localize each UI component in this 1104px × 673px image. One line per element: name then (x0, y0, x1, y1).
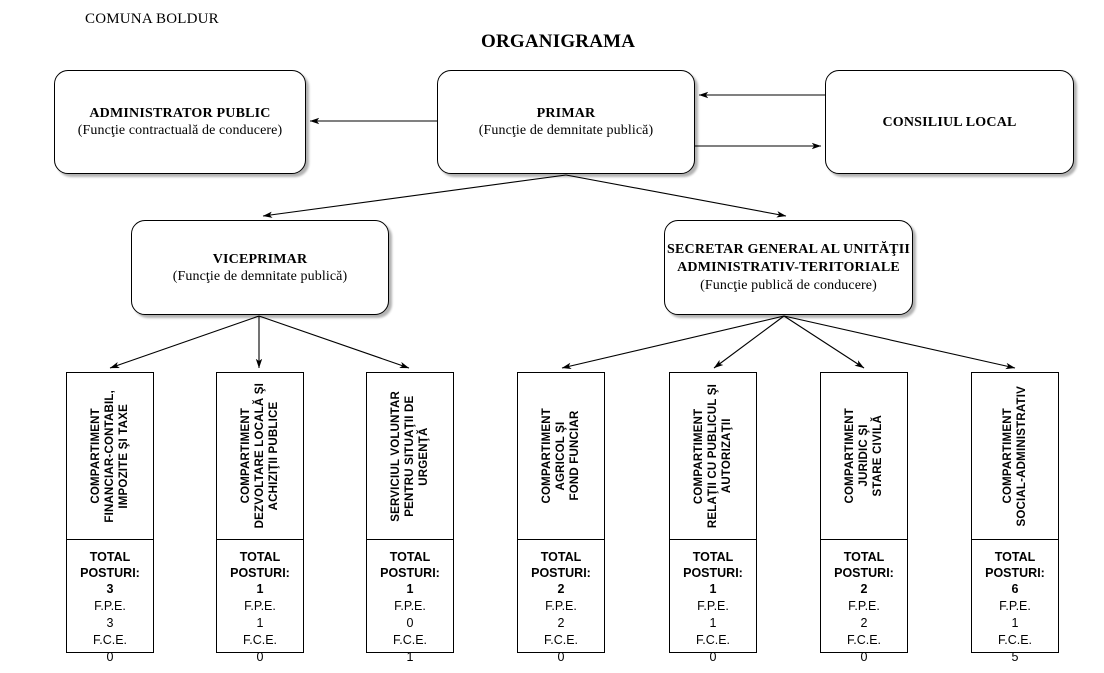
link-secretar-dept-4 (713, 315, 785, 369)
node-administrator-public-title: ADMINISTRATOR PUBLIC (89, 106, 271, 121)
department-name: COMPARTIMENT AGRICOL ŞI FOND FUNCIAR (518, 373, 604, 540)
department-name-text: COMPARTIMENT RELAŢII CU PUBLICUL ŞI AUTO… (693, 383, 733, 529)
fce-label: F.C.E. (392, 633, 428, 647)
department-name: COMPARTIMENT RELAŢII CU PUBLICUL ŞI AUTO… (670, 373, 756, 540)
fpe-label: F.P.E. (697, 599, 729, 613)
node-primar-subtitle: (Funcţie de demnitate publică) (478, 123, 654, 138)
node-secretar-general[interactable]: SECRETAR GENERAL AL UNITĂŢII ADMINISTRAT… (664, 220, 913, 315)
node-consiliul-local-title: CONSILIUL LOCAL (882, 114, 1017, 130)
fpe-value: 0 (406, 616, 414, 630)
fpe-label: F.P.E. (848, 599, 880, 613)
total-posturi-value: 1 (709, 582, 717, 596)
total-posturi-value: 1 (256, 582, 264, 596)
total-posturi-value: 3 (106, 582, 114, 596)
department-name: COMPARTIMENT FINANCIAR-CONTABIL, IMPOZIT… (67, 373, 153, 540)
department-name-text: SERVICIUL VOLUNTAR PENTRU SITUAŢII DE UR… (390, 390, 430, 522)
total-posturi-value: 6 (1011, 582, 1019, 596)
total-posturi-label: TOTAL POSTURI: (230, 550, 290, 580)
department-name-text: COMPARTIMENT FINANCIAR-CONTABIL, IMPOZIT… (90, 389, 130, 523)
fce-label: F.C.E. (242, 633, 278, 647)
fce-value: 0 (256, 650, 264, 664)
fce-value: 0 (557, 650, 565, 664)
total-posturi-label: TOTAL POSTURI: (380, 550, 440, 580)
department-totals: TOTAL POSTURI: 1 F.P.E. 0 F.C.E. 1 (367, 540, 453, 666)
total-posturi-value: 2 (557, 582, 565, 596)
department-box[interactable]: COMPARTIMENT FINANCIAR-CONTABIL, IMPOZIT… (66, 372, 154, 664)
node-viceprimar-title: VICEPRIMAR (212, 251, 308, 267)
node-administrator-public[interactable]: ADMINISTRATOR PUBLIC (Funcţie contractua… (54, 70, 306, 174)
link-secretar-dept-6 (783, 315, 1016, 370)
fce-value: 0 (709, 650, 717, 664)
page-title: ORGANIGRAMA (481, 31, 636, 52)
fce-label: F.C.E. (92, 633, 128, 647)
fpe-value: 1 (709, 616, 717, 630)
department-name-text: COMPARTIMENT SOCIAL-ADMINISTRATIV (1002, 385, 1028, 527)
department-totals: TOTAL POSTURI: 6 F.P.E. 1 F.C.E. 5 (972, 540, 1058, 666)
total-posturi-label: TOTAL POSTURI: (531, 550, 591, 580)
department-box[interactable]: COMPARTIMENT SOCIAL-ADMINISTRATIV TOTAL … (971, 372, 1059, 664)
node-primar[interactable]: PRIMAR (Funcţie de demnitate publică) (437, 70, 695, 174)
department-totals: TOTAL POSTURI: 2 F.P.E. 2 F.C.E. 0 (821, 540, 907, 666)
fpe-label: F.P.E. (999, 599, 1031, 613)
department-box[interactable]: SERVICIUL VOLUNTAR PENTRU SITUAŢII DE UR… (366, 372, 454, 664)
fce-label: F.C.E. (543, 633, 579, 647)
total-posturi-label: TOTAL POSTURI: (834, 550, 894, 580)
department-name-text: COMPARTIMENT JURIDIC ŞI STARE CIVILĂ (844, 408, 884, 504)
node-viceprimar[interactable]: VICEPRIMAR (Funcţie de demnitate publică… (131, 220, 389, 315)
department-box[interactable]: COMPARTIMENT JURIDIC ŞI STARE CIVILĂ TOT… (820, 372, 908, 664)
department-name-text: COMPARTIMENT DEZVOLTARE LOCALĂ ŞI ACHIZI… (240, 383, 280, 529)
fce-label: F.C.E. (695, 633, 731, 647)
node-secretar-general-title: SECRETAR GENERAL AL UNITĂŢII ADMINISTRAT… (666, 242, 911, 275)
total-posturi-label: TOTAL POSTURI: (80, 550, 140, 580)
department-totals: TOTAL POSTURI: 3 F.P.E. 3 F.C.E. 0 (67, 540, 153, 666)
total-posturi-value: 1 (406, 582, 414, 596)
department-box[interactable]: COMPARTIMENT DEZVOLTARE LOCALĂ ŞI ACHIZI… (216, 372, 304, 664)
node-secretar-general-subtitle: (Funcţie publică de conducere) (700, 278, 877, 293)
fpe-label: F.P.E. (394, 599, 426, 613)
department-name: COMPARTIMENT SOCIAL-ADMINISTRATIV (972, 373, 1058, 540)
total-posturi-value: 2 (860, 582, 868, 596)
fpe-label: F.P.E. (545, 599, 577, 613)
department-name: COMPARTIMENT DEZVOLTARE LOCALĂ ŞI ACHIZI… (217, 373, 303, 540)
node-primar-title: PRIMAR (536, 106, 596, 121)
fpe-label: F.P.E. (244, 599, 276, 613)
department-totals: TOTAL POSTURI: 2 F.P.E. 2 F.C.E. 0 (518, 540, 604, 666)
fce-value: 1 (406, 650, 414, 664)
link-primar-secretar (565, 174, 787, 218)
commune-label: COMUNA BOLDUR (85, 11, 219, 27)
department-name-text: COMPARTIMENT AGRICOL ŞI FOND FUNCIAR (541, 408, 581, 504)
department-name: COMPARTIMENT JURIDIC ŞI STARE CIVILĂ (821, 373, 907, 540)
department-box[interactable]: COMPARTIMENT AGRICOL ŞI FOND FUNCIAR TOT… (517, 372, 605, 664)
node-consiliul-local[interactable]: CONSILIUL LOCAL (825, 70, 1074, 174)
fpe-label: F.P.E. (94, 599, 126, 613)
fpe-value: 1 (1011, 616, 1019, 630)
fpe-value: 2 (860, 616, 868, 630)
link-viceprimar-dept-0 (109, 315, 260, 369)
fpe-value: 3 (106, 616, 114, 630)
department-totals: TOTAL POSTURI: 1 F.P.E. 1 F.C.E. 0 (670, 540, 756, 666)
fpe-value: 2 (557, 616, 565, 630)
fce-label: F.C.E. (997, 633, 1033, 647)
link-secretar-dept-5 (783, 315, 865, 369)
link-viceprimar-dept-2 (258, 315, 410, 369)
fce-label: F.C.E. (846, 633, 882, 647)
department-box[interactable]: COMPARTIMENT RELAŢII CU PUBLICUL ŞI AUTO… (669, 372, 757, 664)
fce-value: 0 (860, 650, 868, 664)
node-viceprimar-subtitle: (Funcţie de demnitate publică) (172, 268, 348, 284)
fpe-value: 1 (256, 616, 264, 630)
node-administrator-public-subtitle: (Funcţie contractuală de conducere) (77, 123, 283, 138)
total-posturi-label: TOTAL POSTURI: (985, 550, 1045, 580)
fce-value: 0 (106, 650, 114, 664)
total-posturi-label: TOTAL POSTURI: (683, 550, 743, 580)
department-totals: TOTAL POSTURI: 1 F.P.E. 1 F.C.E. 0 (217, 540, 303, 666)
link-primar-viceprimar (262, 174, 567, 218)
department-name: SERVICIUL VOLUNTAR PENTRU SITUAŢII DE UR… (367, 373, 453, 540)
link-secretar-dept-3 (561, 315, 785, 369)
fce-value: 5 (1011, 650, 1019, 664)
